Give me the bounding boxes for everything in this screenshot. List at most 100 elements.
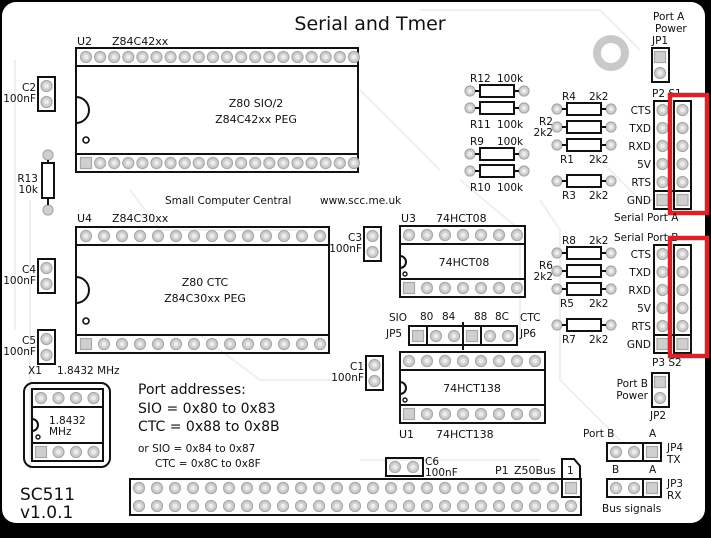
port-b-signal-gnd: GND bbox=[627, 339, 651, 351]
jumper-jp4[interactable]: Port B A JP4 TX bbox=[583, 428, 683, 466]
c3-value: 100nF bbox=[329, 243, 362, 255]
addresses-sio: SIO = 0x80 to 0x83 bbox=[138, 401, 276, 417]
r13-ref: R13 bbox=[17, 173, 38, 185]
pad-square bbox=[656, 193, 669, 207]
chip-u4[interactable]: U4 Z84C30xx Z80 CTC Z84C30xx PEG bbox=[75, 212, 330, 354]
resistor-r1[interactable]: R1 2k2 bbox=[551, 138, 617, 166]
pad-square bbox=[676, 337, 689, 351]
r10-value: 100k bbox=[497, 182, 524, 194]
board-version: v1.0.1 bbox=[20, 503, 73, 523]
jp2-label-1: Port B bbox=[617, 378, 648, 390]
r5-ref: R5 bbox=[560, 298, 574, 310]
pad-square bbox=[79, 156, 93, 170]
r5-value: 2k2 bbox=[589, 298, 608, 310]
chip-u1[interactable]: 74HCT138 U1 74HCT138 bbox=[399, 351, 546, 441]
port-b-signal-txd: TXD bbox=[628, 267, 651, 279]
port-a-signal-rxd: RXD bbox=[628, 141, 651, 153]
port-a-signal-5v: 5V bbox=[637, 159, 652, 171]
jp6-opt1: 88 bbox=[474, 311, 487, 323]
jp2-ref: JP2 bbox=[649, 410, 666, 422]
chip-u2[interactable]: U2 Z84C42xx Z80 SIO/2 Z84C42xx PEG bbox=[75, 35, 360, 173]
x1-ref: X1 bbox=[28, 365, 42, 377]
r10-ref: R10 bbox=[470, 182, 491, 194]
u3-part: 74HCT08 bbox=[436, 212, 487, 225]
jp3-sub: RX bbox=[667, 490, 682, 502]
addresses-heading: Port addresses: bbox=[138, 382, 246, 398]
pad-square bbox=[564, 481, 578, 495]
pad-square bbox=[676, 193, 689, 207]
p1-name: Z50Bus bbox=[514, 464, 556, 477]
jp4-sub: TX bbox=[666, 454, 681, 466]
u2-outline bbox=[75, 47, 359, 173]
jp4-ref: JP4 bbox=[666, 442, 683, 454]
c3-ref: C3 bbox=[348, 232, 362, 244]
p1-ref: P1 bbox=[495, 464, 509, 477]
c5-ref: C5 bbox=[22, 335, 36, 347]
x1-label-1: 1.8432 bbox=[49, 415, 86, 427]
port-a-signal-gnd: GND bbox=[627, 195, 651, 207]
resistor-r13[interactable]: R13 10k bbox=[17, 149, 55, 216]
port-a-signal-cts: CTS bbox=[631, 105, 652, 117]
jp5-opt1: 80 bbox=[420, 311, 433, 323]
port-b-highlight bbox=[667, 235, 710, 359]
r7-ref: R7 bbox=[562, 334, 576, 346]
chip-u3[interactable]: U3 74HCT08 74HCT08 bbox=[399, 212, 526, 298]
jumper-jp5-jp6[interactable]: SIO JP5 80 84 88 8C CTC JP6 bbox=[385, 311, 540, 350]
jp6-name: CTC bbox=[520, 312, 540, 324]
jumper-jp1[interactable]: Port A Power JP1 bbox=[651, 11, 687, 83]
pad-square bbox=[79, 337, 93, 351]
pad-square bbox=[656, 337, 669, 351]
r1-ref: R1 bbox=[560, 154, 574, 166]
u4-pins-bottom bbox=[79, 337, 327, 351]
jumper-jp3[interactable]: B A JP3 RX Bus signals bbox=[602, 464, 683, 515]
jp3-ref: JP3 bbox=[666, 478, 683, 490]
jumper-jp2[interactable]: Port B Power JP2 bbox=[616, 372, 670, 422]
mounting-hole bbox=[593, 35, 629, 71]
port-b-header-label: P3 S2 bbox=[652, 357, 682, 369]
c4-ref: C4 bbox=[22, 264, 36, 276]
u2-label-1: Z80 SIO/2 bbox=[229, 97, 284, 110]
pad-square bbox=[465, 329, 479, 343]
c5-value: 100nF bbox=[3, 346, 36, 358]
p1-pin1-label: 1 bbox=[567, 465, 574, 477]
board-surface bbox=[2, 2, 705, 523]
capacitor-c6[interactable]: C6 100nF bbox=[385, 456, 458, 479]
u1-ref: U1 bbox=[399, 428, 414, 441]
bus-connector-p1[interactable]: P1 Z50Bus 1 bbox=[129, 458, 582, 516]
u3-pins-top bbox=[402, 228, 524, 242]
resistor-r10[interactable]: R10 100k bbox=[464, 164, 530, 194]
pad-square bbox=[402, 407, 416, 421]
r8-ref: R8 bbox=[562, 235, 576, 247]
resistor-r5[interactable]: R5 2k2 bbox=[551, 282, 617, 310]
crystal-x1[interactable]: X1 1.8432 MHz 1.8432 MHz bbox=[23, 365, 120, 468]
u1-part: 74HCT138 bbox=[436, 428, 494, 441]
jp5-name: SIO bbox=[389, 312, 407, 324]
jp6-ref: JP6 bbox=[519, 328, 536, 340]
r1-value: 2k2 bbox=[589, 154, 608, 166]
port-a-highlight bbox=[667, 92, 710, 216]
u4-label-2: Z84C30xx PEG bbox=[164, 292, 246, 305]
u2-ref: U2 bbox=[77, 35, 92, 48]
r9-value: 100k bbox=[497, 136, 524, 148]
c1-value: 100nF bbox=[331, 372, 364, 384]
c6-value: 100nF bbox=[425, 467, 458, 479]
u2-pins-top bbox=[79, 50, 360, 64]
